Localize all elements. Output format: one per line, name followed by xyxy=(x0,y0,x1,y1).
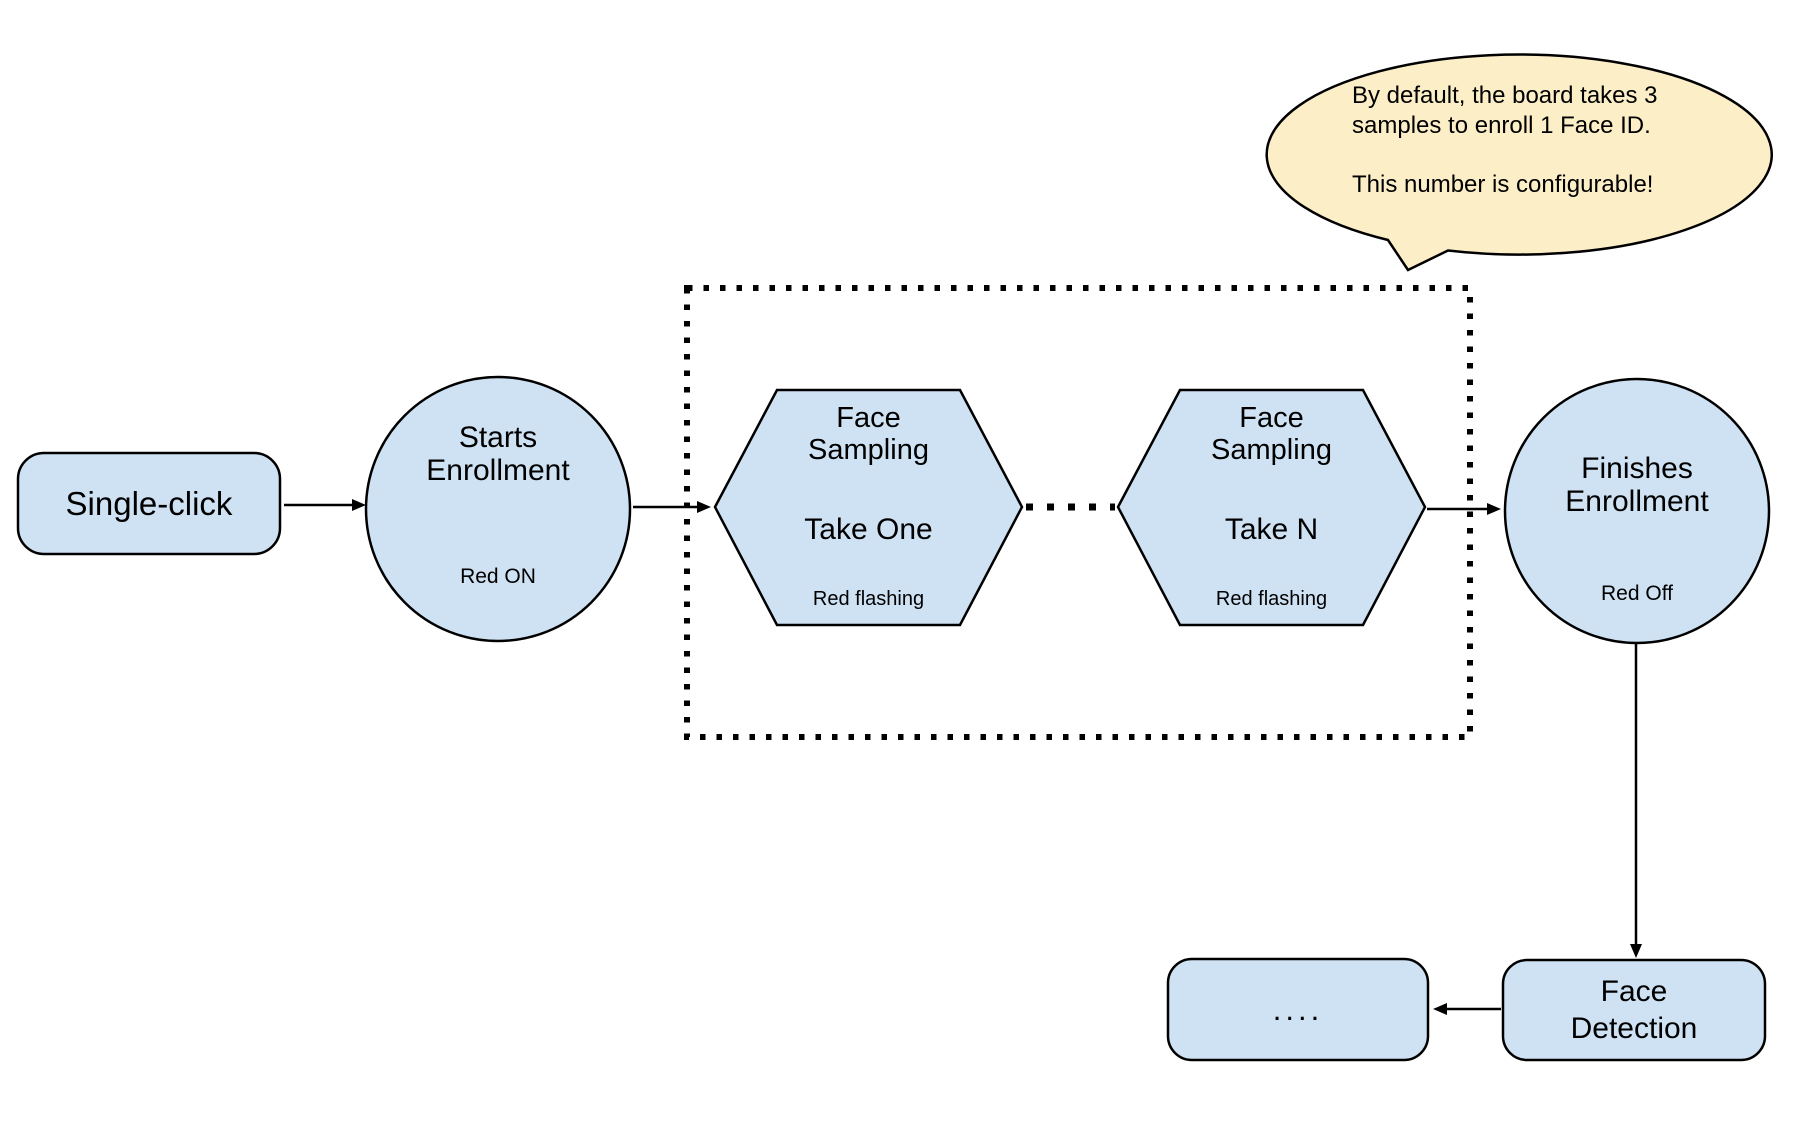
starts-enrollment-title-line1: Starts xyxy=(458,421,538,454)
starts-enrollment-title-line2: Enrollment xyxy=(426,454,570,487)
callout-text-line1: By default, the board takes 3 xyxy=(1352,82,1658,109)
node-finishes-enrollment-title: Finishes Enrollment xyxy=(1505,452,1769,518)
finishes-enrollment-title-line2: Enrollment xyxy=(1565,485,1709,518)
node-take-one-take-label: Take One xyxy=(804,513,933,546)
arrowhead-single-click-to-starts xyxy=(352,499,366,511)
face-detection-label-line2: Detection xyxy=(1570,1012,1698,1045)
node-single-click-label: Single-click xyxy=(65,484,233,522)
node-take-one-shape xyxy=(713,388,1024,627)
take-n-title-line2: Sampling xyxy=(1211,434,1332,466)
node-starts-enrollment-status: Red ON xyxy=(460,565,536,588)
take-one-title-line1: Face xyxy=(836,402,901,434)
callout-text-spacer xyxy=(1352,141,1712,170)
node-single-click-shape xyxy=(16,451,282,556)
take-one-title-line2: Sampling xyxy=(808,434,929,466)
node-take-n-shape xyxy=(1116,388,1427,627)
sampling-group-dotted-border xyxy=(684,285,1473,740)
arrowhead-take-n-to-finishes xyxy=(1487,503,1501,515)
face-detection-label-line1: Face xyxy=(1600,975,1668,1008)
finishes-enrollment-title-line1: Finishes xyxy=(1581,452,1693,485)
callout-text: By default, the board takes 3 samples to… xyxy=(1352,81,1712,200)
node-take-n-status: Red flashing xyxy=(1215,588,1328,610)
node-starts-enrollment-shape xyxy=(364,375,632,643)
node-ellipsis-label: .... xyxy=(1272,991,1324,1027)
node-take-n-take-label: Take N xyxy=(1224,513,1319,546)
take-n-title-line1: Face xyxy=(1239,402,1304,434)
arrowhead-face-detection-to-ellipsis xyxy=(1433,1003,1447,1015)
node-take-n-title: Face Sampling xyxy=(1118,402,1425,466)
node-take-one-title: Face Sampling xyxy=(715,402,1022,466)
node-starts-enrollment-title: Starts Enrollment xyxy=(366,421,630,487)
node-face-detection-shape xyxy=(1501,958,1767,1062)
arrowhead-starts-to-take-one xyxy=(697,501,711,513)
node-ellipsis-shape xyxy=(1166,957,1430,1062)
node-finishes-enrollment-status: Red Off xyxy=(1601,582,1673,605)
callout-text-line3: This number is configurable! xyxy=(1352,171,1654,198)
callout-text-line2: samples to enroll 1 Face ID. xyxy=(1352,112,1651,139)
node-face-detection-label: Face Detection xyxy=(1503,960,1765,1060)
node-take-one-status: Red flashing xyxy=(812,588,925,610)
callout-bubble-shape xyxy=(1265,53,1773,272)
arrowhead-finishes-to-face-detection xyxy=(1630,944,1642,958)
